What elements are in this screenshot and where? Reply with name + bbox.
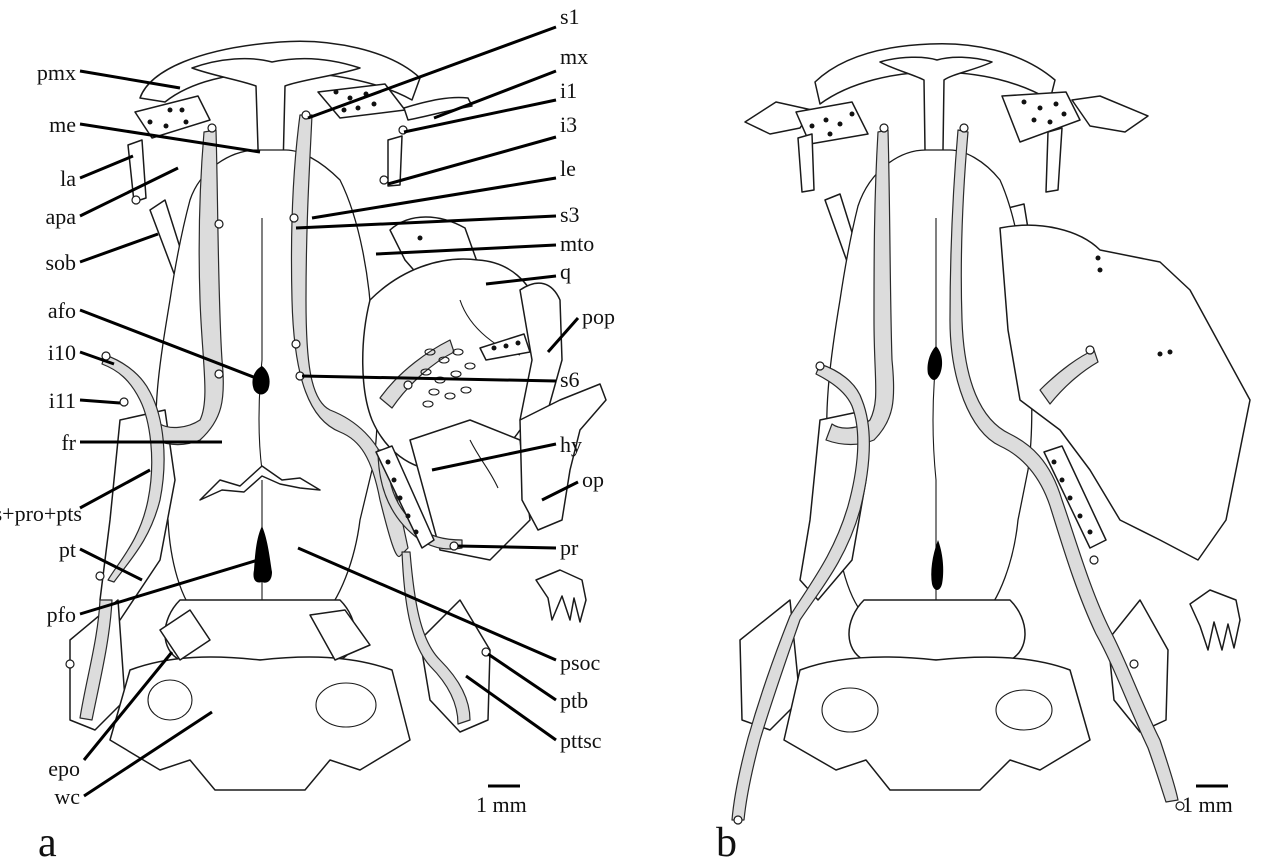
pore-b-5 [1090,556,1098,564]
branchiostegal-a [536,570,586,622]
pore-a-12 [450,542,458,550]
label-i10: i10 [48,340,76,365]
wing-right-b [1072,96,1148,132]
scale-label-b: 1 mm [1182,792,1233,817]
panel-b-drawing [732,44,1250,824]
label-q: q [560,259,571,284]
scale-label-a: 1 mm [476,792,527,817]
label-afo: afo [48,298,76,323]
label-hy: hy [560,432,582,457]
pore-a-5 [292,340,300,348]
plate-right-b [1002,92,1080,142]
label-s-pro-pts: s+pro+pts [0,501,82,526]
pore-a-10 [96,572,104,580]
branchiostegal-b [1190,590,1240,650]
pore-a-14 [404,381,412,389]
label-apa: apa [45,204,76,229]
pore-a-4 [215,220,223,228]
label-s3: s3 [560,202,580,227]
pore-b-6 [1130,660,1138,668]
label-pfo: pfo [47,602,76,627]
neurocranium-b [827,150,1032,620]
label-i1: i1 [560,78,577,103]
label-pr: pr [560,535,579,560]
suspensorium-b [1000,225,1250,560]
lachrymal-left-b [798,134,814,192]
label-s1: s1 [560,4,580,29]
lachrymal-right-b [1046,128,1062,192]
basioccipital-a [110,657,410,790]
label-wc: wc [54,784,80,809]
pore-b-3 [816,362,824,370]
plate-left-a [135,96,210,138]
label-i11: i11 [49,388,76,413]
label-pop: pop [582,304,615,329]
label-ptb: ptb [560,688,588,713]
label-mx: mx [560,44,588,69]
label-i3: i3 [560,112,577,137]
label-le: le [560,156,576,181]
pore-a-6 [215,370,223,378]
supraoccipital-b [849,600,1025,660]
label-pt: pt [59,537,76,562]
pore-a-1 [208,124,216,132]
panel-letter-a: a [38,820,57,862]
pore-a-17 [132,196,140,204]
label-me: me [49,112,76,137]
pore-a-9 [120,398,128,406]
label-sob: sob [45,250,76,275]
lachrymal-right-a [388,136,402,186]
pore-a-11 [66,660,74,668]
label-pttsc: pttsc [560,728,602,753]
label-fr: fr [61,430,76,455]
pore-a-15 [380,176,388,184]
pore-b-4 [1086,346,1094,354]
label-epo: epo [48,756,80,781]
label-pmx: pmx [37,60,76,85]
label-la: la [60,166,76,191]
label-s6: s6 [560,367,580,392]
label-mto: mto [560,231,594,256]
pore-b-2 [960,124,968,132]
label-psoc: psoc [560,650,601,675]
pore-b-1 [880,124,888,132]
pore-a-3 [290,214,298,222]
label-op: op [582,467,604,492]
panel-letter-b: b [716,820,737,862]
labels-right: s1 mx i1 i3 le s3 mto q pop s6 hy op pr … [560,4,615,753]
